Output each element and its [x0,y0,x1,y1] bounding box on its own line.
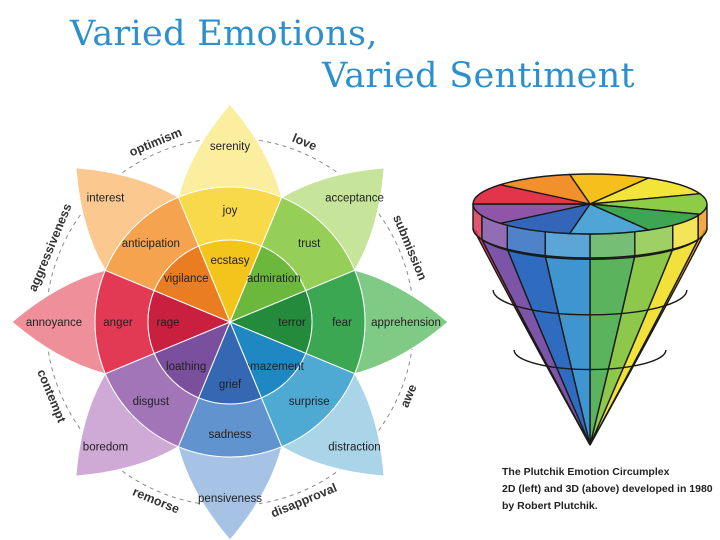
dyad-love: love [290,131,319,154]
petal-fear: apprehension fear terror [228,269,449,375]
petal-sadness: pensiveness sadness grief [177,320,283,540]
cone-rim-segment [544,230,591,259]
plutchik-cone-3d [472,173,708,446]
cone-top-wedge [472,183,591,205]
caption-line-3: by Robert Plutchik. [502,500,598,512]
cone-top-wedge [589,192,708,216]
cone-top-wedge [589,203,702,231]
ring-inner-loathing [153,321,231,399]
petal-joy: serenity joy ecstasy [177,103,283,324]
ring-inner-vigilance [153,245,231,323]
label-inner-ecstasy: ecstasy [211,255,250,267]
label-outer-distraction: distraction [328,442,380,454]
dyad-awe: awe [398,382,420,409]
title-line-1: Varied Emotions, [70,14,378,54]
label-inner-rage: rage [156,317,179,329]
cone-top-wedge [472,203,591,225]
dyad-submission: submission [390,213,430,283]
dyad-remorse: remorse [131,485,182,517]
cone-band-line [492,289,688,316]
label-outer-interest: interest [87,193,126,205]
label-middle-joy: joy [222,205,238,217]
label-outer-acceptance: acceptance [325,193,384,205]
label-inner-admiration: admiration [247,273,301,285]
cone-top-wedge [589,177,702,205]
ring-inner-ecstasy [197,239,263,324]
cone-top-wedge [568,173,651,205]
figure-caption: The Plutchik Emotion Circumplex 2D (left… [502,464,713,515]
cone-top-wedge [497,202,592,235]
title-line-2: Varied Sentiment [322,56,635,96]
label-outer-serenity: serenity [210,141,251,153]
label-middle-fear: fear [332,317,352,329]
ring-inner-amazement [229,321,307,399]
label-middle-anger: anger [103,317,133,329]
label-middle-anticipation: anticipation [122,238,180,250]
label-middle-surprise: surprise [289,396,330,408]
ring-inner-terror [228,289,313,355]
label-outer-annoyance: annoyance [26,317,82,329]
petal-trust: acceptance trust admiration [229,167,385,323]
label-outer-pensiveness: pensiveness [198,493,262,505]
label-inner-terror: terror [278,317,306,329]
cone-top-wedge [497,173,592,206]
cone-band-line [513,349,667,371]
dyad-contempt: contempt [34,367,69,425]
caption-line-2: 2D (left) and 3D (above) developed in 19… [502,483,713,495]
dyad-optimism: optimism [127,125,184,159]
petal-anticipation: interest anticipation vigilance [75,167,231,323]
label-inner-amazement: amazement [244,361,305,373]
label-middle-trust: trust [298,238,321,250]
cone-rim-segment [589,230,636,259]
dyad-disapproval: disapproval [269,481,339,521]
label-outer-boredom: boredom [83,442,128,454]
label-inner-loathing: loathing [166,361,206,373]
petal-surprise: distraction surprise amazement [229,321,385,477]
ring-inner-admiration [229,245,307,323]
caption-line-1: The Plutchik Emotion Circumplex [502,466,670,478]
label-inner-grief: grief [219,379,242,391]
cone-top-wedge [568,203,651,235]
petal-disgust: boredom disgust loathing [75,321,231,477]
ring-inner-rage [147,289,232,355]
dyad-aggressiveness: aggressiveness [26,201,75,293]
plutchik-wheel-2d: serenity joy ecstasy acceptance trust admirat… [11,103,449,540]
label-middle-disgust: disgust [133,396,170,408]
label-outer-apprehension: apprehension [371,317,441,329]
ring-inner-grief [197,320,263,405]
label-middle-sadness: sadness [209,429,252,441]
label-inner-vigilance: vigilance [164,273,209,285]
